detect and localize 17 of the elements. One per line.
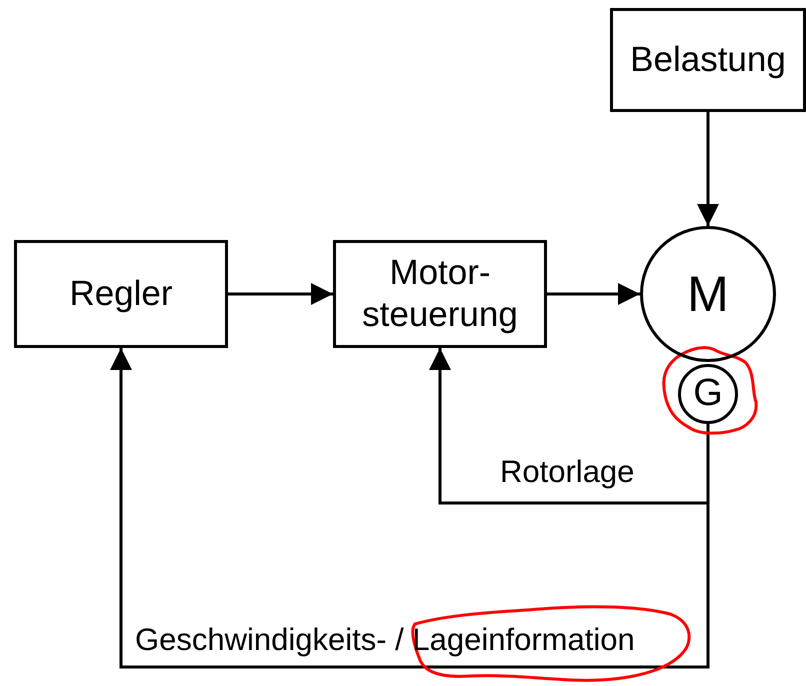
arrow: [547, 283, 640, 305]
arrow: [228, 283, 333, 305]
arrow: [697, 112, 719, 226]
edge-label: Geschwindigkeits- / Lageinformation: [135, 621, 635, 658]
node-label: Motor- steuerung: [361, 252, 519, 336]
node-label: Belastung: [629, 39, 787, 81]
circle-symbol: [640, 226, 776, 362]
block-box: [333, 240, 547, 348]
arrow: [110, 348, 710, 668]
node-label: Regler: [68, 273, 174, 315]
node-label: G: [692, 371, 724, 416]
arrow: [429, 348, 710, 504]
edge-label: Rotorlage: [500, 453, 634, 490]
node-label: M: [686, 265, 730, 324]
block-box: [610, 8, 806, 112]
block-box: [14, 240, 228, 348]
circle-symbol: [678, 364, 738, 424]
